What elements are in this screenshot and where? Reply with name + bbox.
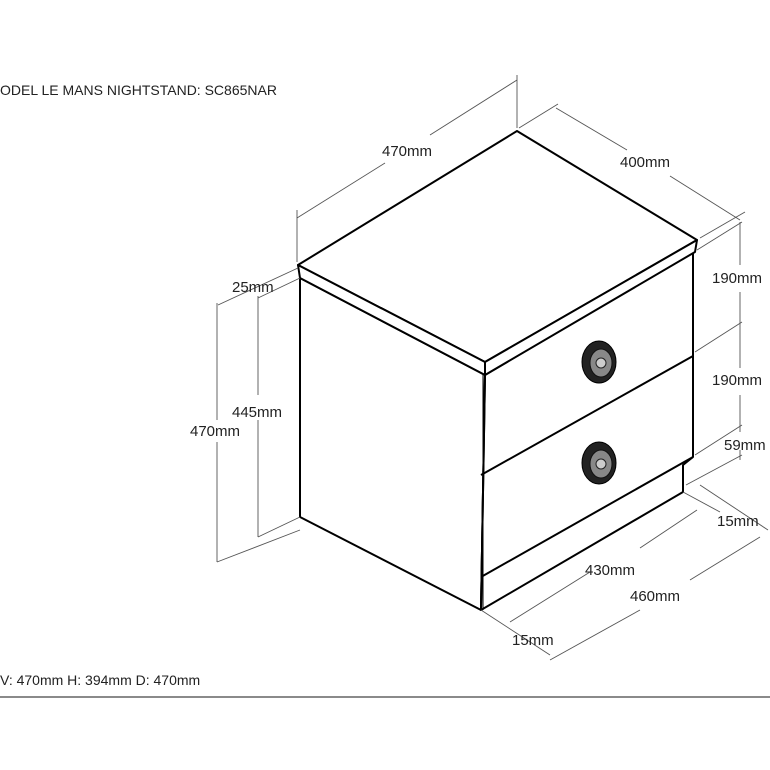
knob-top-icon bbox=[581, 340, 617, 384]
dim-drawer1: 190mm bbox=[712, 270, 762, 287]
top-edge-front bbox=[484, 239, 698, 376]
dim-right-inset: 15mm bbox=[717, 513, 759, 530]
dim-drawer2: 190mm bbox=[712, 372, 762, 389]
dimension-lines bbox=[216, 75, 769, 661]
dimension-labels: 470mm 400mm 25mm 445mm 470mm 190mm 190mm… bbox=[190, 143, 766, 649]
overall-dimensions: V: 470mm H: 394mm D: 470mm bbox=[0, 672, 200, 688]
dim-plinth: 59mm bbox=[724, 437, 766, 454]
dim-top-thickness: 25mm bbox=[232, 279, 274, 296]
dim-top-depth: 400mm bbox=[620, 154, 670, 171]
dim-inner-width: 430mm bbox=[585, 562, 635, 579]
dim-base-width: 460mm bbox=[630, 588, 680, 605]
dim-left-inset: 15mm bbox=[512, 632, 554, 649]
dim-side-height: 445mm bbox=[232, 404, 282, 421]
title: ODEL LE MANS NIGHTSTAND: SC865NAR bbox=[0, 82, 277, 98]
knob-bottom-icon bbox=[581, 441, 617, 485]
drawer-bottom-edge bbox=[480, 456, 694, 578]
dim-total-height: 470mm bbox=[190, 423, 240, 440]
nightstand bbox=[297, 130, 698, 611]
dim-top-width: 470mm bbox=[382, 143, 432, 160]
drawer-divider bbox=[480, 355, 694, 476]
